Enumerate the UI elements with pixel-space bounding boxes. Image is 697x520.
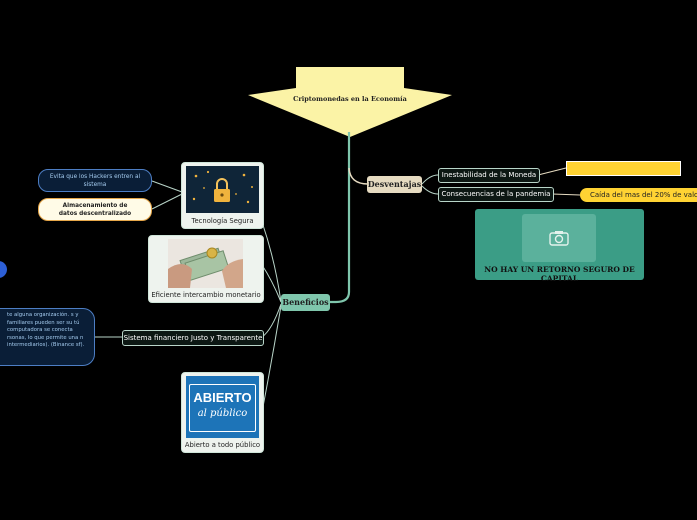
money-image (168, 239, 243, 288)
subtopic-inestabilidad-label: Inestabilidad de la Moneda (441, 171, 537, 179)
card-eficiente-intercambio-caption: Eficiente intercambio monetario (151, 291, 261, 299)
subtopic-consecuencias[interactable]: Consecuencias de la pandemia (438, 187, 554, 202)
detail-almacenamiento[interactable]: Almacenamiento de datos descentralizado (38, 198, 152, 221)
open-sign-subtitle: al público (197, 408, 248, 419)
card-eficiente-intercambio[interactable]: Eficiente intercambio monetario (148, 235, 264, 303)
hidden-note-bar (566, 161, 681, 176)
open-sign-board (189, 384, 256, 432)
image-panel-retorno[interactable]: NO HAY UN RETORNO SEGURO DE CAPITAL (475, 209, 644, 283)
root-to-beneficios-link (330, 132, 351, 304)
subtopic-inestabilidad[interactable]: Inestabilidad de la Moneda (438, 168, 540, 183)
open-sign-title: ABIERTO (193, 390, 252, 405)
detail-hackers[interactable]: Evita que los Hackers entren al sistema (38, 169, 152, 192)
topic-desventajas[interactable]: Desventajas (367, 176, 422, 193)
image-placeholder (522, 214, 596, 262)
subtopic-consecuencias-label: Consecuencias de la pandemia (441, 190, 551, 198)
camera-icon (549, 231, 569, 246)
partial-node-dot (0, 261, 7, 278)
image-panel-caption: NO HAY UN RETORNO SEGURO DE CAPITAL (484, 265, 635, 283)
card-abierto-publico[interactable]: ABIERTO al público Abierto a todo públic… (181, 372, 264, 453)
root-topic[interactable]: Criptomonedas en la Economía (293, 95, 407, 103)
topic-desventajas-label: Desventajas (367, 179, 422, 189)
card-tecnologia-segura-caption: Tecnología Segura (191, 217, 254, 225)
note-caida-valor[interactable]: Caída del mas del 20% de valor (580, 188, 697, 202)
root-arrow-shape (248, 67, 452, 137)
detail-almacenamiento-text: Almacenamiento de datos descentralizado (58, 203, 132, 217)
detail-sistema-descentralizado[interactable]: te alguna organización. s y familiares p… (0, 308, 95, 366)
topic-beneficios-label: Beneficios (282, 297, 329, 307)
detail-hackers-text: Evita que los Hackers entren al sistema (49, 174, 141, 188)
subtopic-sistema-financiero[interactable]: Sistema financiero Justo y Transparente (122, 330, 264, 346)
padlock-image (186, 166, 259, 213)
detail-sistema-text: te alguna organización. s y familiares p… (7, 312, 85, 348)
topic-beneficios[interactable]: Beneficios (281, 294, 330, 311)
card-abierto-publico-caption: Abierto a todo público (184, 441, 261, 449)
card-tecnologia-segura[interactable]: Tecnología Segura (181, 162, 264, 229)
note-caida-valor-label: Caída del mas del 20% de valor (590, 191, 697, 199)
open-sign-image: ABIERTO al público (186, 376, 259, 438)
subtopic-sistema-financiero-label: Sistema financiero Justo y Transparente (123, 334, 263, 342)
root-to-desventajas-link (348, 167, 369, 185)
